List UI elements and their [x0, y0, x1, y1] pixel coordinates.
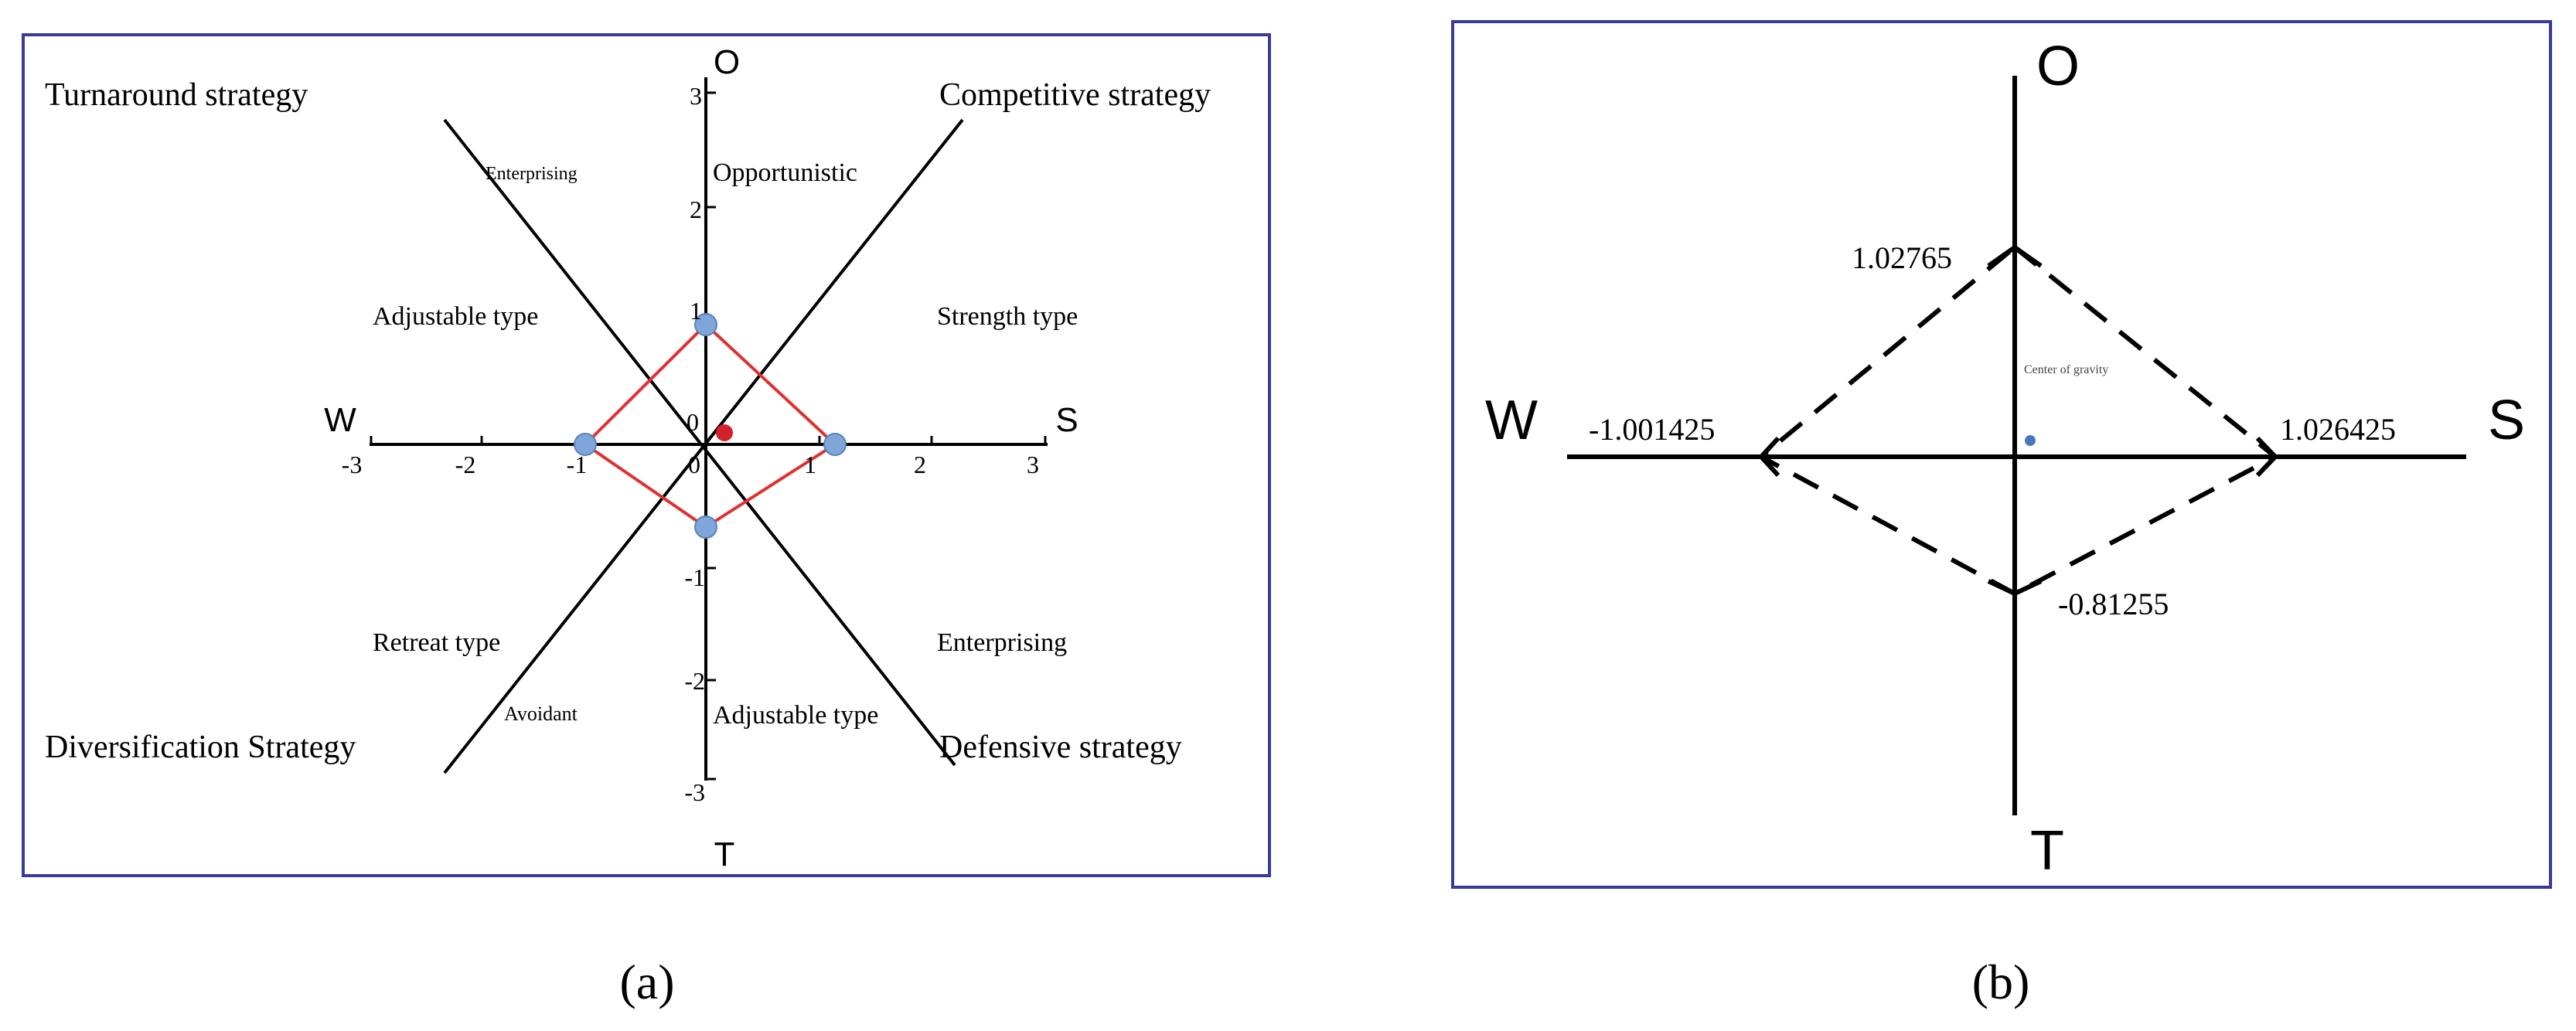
- x-tick-labels: -3 -2 -1 1 2 3: [342, 451, 1039, 478]
- b-axis-label-o: O: [2036, 36, 2080, 97]
- b-value-right: 1.026425: [2280, 412, 2396, 447]
- x-tick-label: -2: [455, 451, 476, 478]
- b-value-left: -1.001425: [1589, 412, 1715, 447]
- diagonal-line-turnaround-defensive: [443, 118, 956, 767]
- y-tick-label: -2: [684, 667, 705, 695]
- b-arrow-bottom: [1987, 579, 2043, 597]
- b-value-bottom: -0.81255: [2058, 587, 2169, 621]
- b-axis-label-s: S: [2488, 390, 2525, 451]
- x-tick-label: 2: [914, 451, 926, 478]
- point-right: [823, 433, 847, 456]
- type-labels: Enterprising Opportunistic Adjustable ty…: [373, 158, 1078, 730]
- axis-label-s: S: [1055, 401, 1078, 439]
- label-defensive-strategy: Defensive strategy: [939, 730, 1182, 765]
- label-turnaround-strategy: Turnaround strategy: [45, 77, 308, 113]
- y-tick-labels: 3 2 1 -1 -2 -3: [684, 82, 705, 806]
- axis-label-t: T: [714, 835, 735, 873]
- b-axis-label-w: W: [1485, 390, 1538, 451]
- label-enterprising-upper: Enterprising: [486, 164, 578, 184]
- label-adjustable-bottom: Adjustable type: [713, 701, 878, 730]
- label-opportunistic: Opportunistic: [713, 158, 857, 187]
- b-arrow-left: [1757, 436, 1780, 478]
- center-of-gravity-point: [716, 424, 733, 441]
- label-competitive-strategy: Competitive strategy: [939, 77, 1211, 113]
- y-tick-label: 2: [690, 196, 702, 223]
- axis-label-o: O: [714, 43, 740, 81]
- label-strength-type: Strength type: [937, 302, 1078, 331]
- point-bottom: [694, 516, 717, 539]
- label-retreat-type: Retreat type: [373, 628, 500, 657]
- label-diversification-strategy: Diversification Strategy: [45, 730, 356, 765]
- point-top: [694, 313, 717, 336]
- x-tick-label: 3: [1027, 451, 1039, 478]
- x-tick-label: 1: [804, 451, 816, 478]
- b-arrow-right: [2255, 436, 2279, 478]
- strategy-labels: Turnaround strategy Competitive strategy…: [45, 77, 1211, 765]
- x-tick-label: -3: [342, 451, 363, 478]
- panel-b: Center of gravity O T W S 1.02765 -1.001…: [1451, 20, 2552, 889]
- y-tick-label: 1: [690, 297, 702, 325]
- origin-label-x: 0: [688, 451, 700, 478]
- label-adjustable-left: Adjustable type: [373, 302, 538, 331]
- origin-label-y: 0: [687, 408, 699, 436]
- b-value-labels: 1.02765 -1.001425 1.026425 -0.81255: [1589, 240, 2396, 621]
- caption-a: (a): [619, 954, 674, 1009]
- point-left: [574, 433, 597, 456]
- y-tick-label: 3: [690, 82, 702, 110]
- label-avoidant: Avoidant: [504, 703, 578, 725]
- b-arrow-top: [1987, 244, 2043, 268]
- panel-a: O T W S -3 -2 -1 1 2 3 0 0 3 2 1 -1 -2 -…: [22, 33, 1271, 877]
- b-center-of-gravity-point: [2025, 435, 2036, 446]
- caption-b: (b): [1972, 954, 2030, 1009]
- y-tick-label: -3: [684, 778, 705, 806]
- y-tick-label: -1: [684, 563, 705, 591]
- b-value-top: 1.02765: [1852, 240, 1952, 275]
- label-enterprising-lower: Enterprising: [937, 628, 1067, 657]
- b-axis-label-t: T: [2030, 820, 2064, 882]
- x-tick-label: -1: [567, 451, 588, 478]
- diagonal-line-diversification-competitive: [443, 118, 964, 774]
- axis-label-w: W: [324, 401, 356, 439]
- panel-a-frame: [22, 33, 1271, 877]
- b-center-label: Center of gravity: [2024, 363, 2108, 376]
